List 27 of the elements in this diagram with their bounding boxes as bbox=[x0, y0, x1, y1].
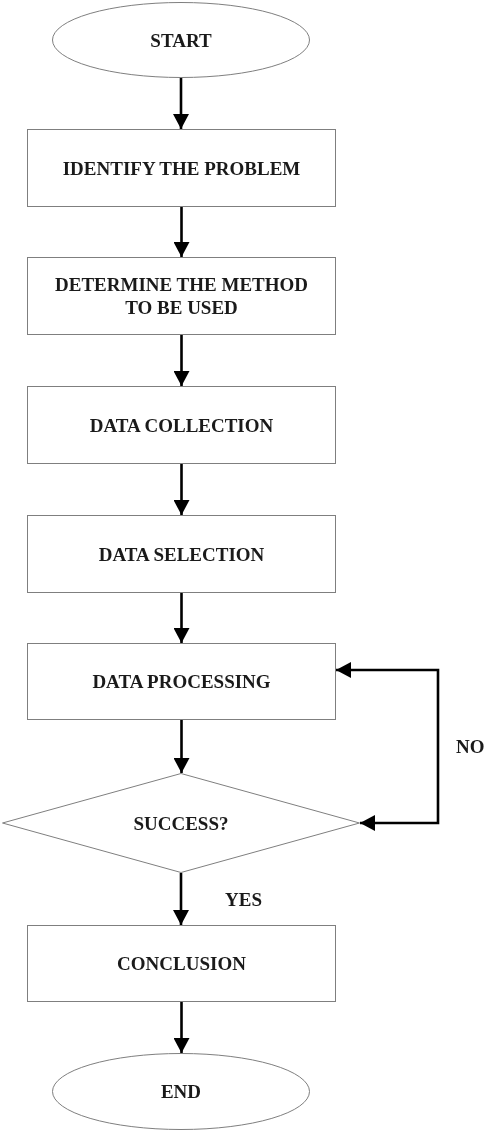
step-label: DATA COLLECTION bbox=[88, 413, 275, 437]
process-box bbox=[27, 386, 336, 464]
terminal-label: START bbox=[149, 28, 213, 52]
process-box bbox=[27, 515, 336, 593]
process-box bbox=[27, 643, 336, 720]
terminal-label: END bbox=[159, 1080, 203, 1103]
step-label: DATA PROCESSING bbox=[91, 670, 272, 693]
arrow bbox=[173, 593, 190, 643]
arrow bbox=[173, 464, 190, 515]
step-label: CONCLUSION bbox=[116, 952, 247, 975]
process-box bbox=[27, 257, 336, 335]
process-box bbox=[27, 129, 336, 207]
arrow bbox=[336, 662, 440, 831]
terminal-ellipse bbox=[52, 1053, 310, 1130]
arrow bbox=[173, 1002, 190, 1053]
terminal-ellipse bbox=[52, 2, 310, 78]
arrow bbox=[173, 78, 189, 129]
step-label: DETERMINE THE METHOD TO BE USED bbox=[54, 273, 309, 319]
process-box bbox=[27, 925, 336, 1002]
decision-diamond bbox=[2, 773, 360, 873]
arrow bbox=[173, 873, 189, 925]
arrow bbox=[173, 207, 190, 257]
arrow bbox=[173, 335, 190, 386]
step-label: DATA SELECTION bbox=[97, 542, 266, 566]
arrow bbox=[173, 720, 190, 773]
step-label: IDENTIFY THE PROBLEM bbox=[61, 156, 302, 180]
decision-label: SUCCESS? bbox=[132, 811, 230, 835]
